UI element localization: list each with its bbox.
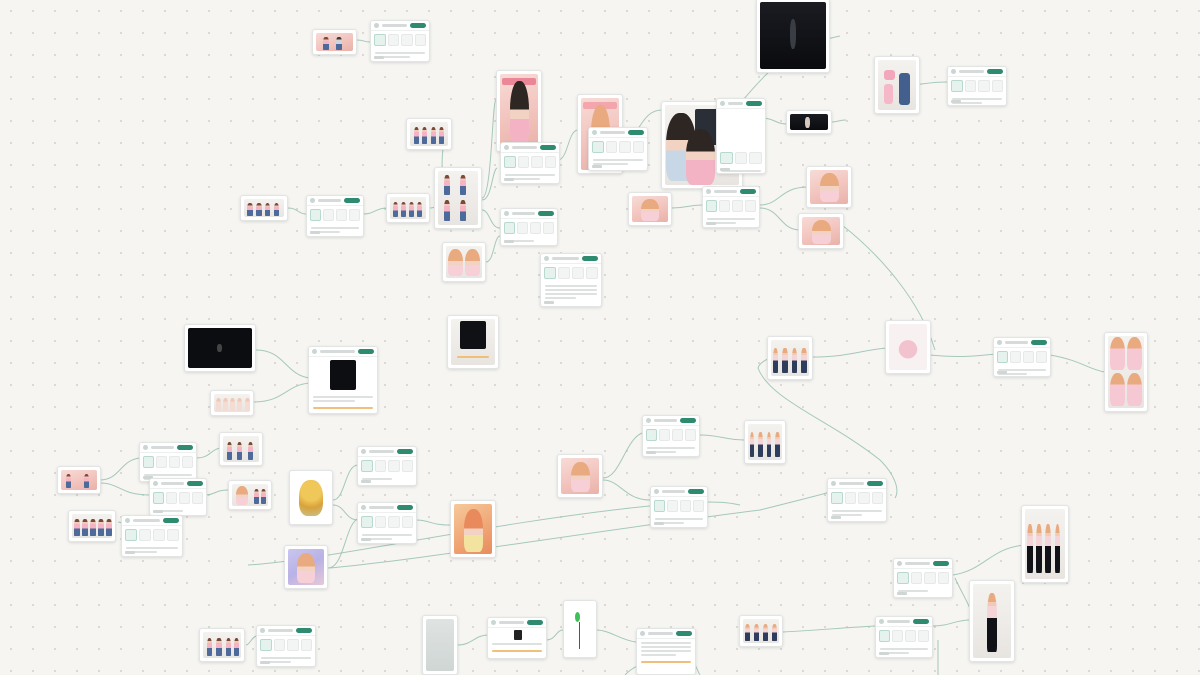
generator-node[interactable] (357, 502, 417, 544)
generator-node[interactable] (650, 486, 708, 528)
generator-node[interactable] (139, 442, 197, 482)
model-image-node-4[interactable] (228, 480, 272, 510)
generator-node[interactable] (357, 446, 417, 486)
node-thumbnail (188, 328, 252, 368)
scene-image-node[interactable] (786, 110, 832, 134)
duo-portrait-node[interactable] (442, 242, 486, 282)
generator-node[interactable] (149, 478, 207, 516)
sketch-image-node[interactable] (563, 600, 597, 658)
node-thumbnail (567, 604, 593, 654)
node-thumbnail (446, 246, 482, 278)
dress-image-node[interactable] (885, 320, 931, 374)
node-thumbnail (790, 114, 828, 130)
generator-node[interactable] (947, 66, 1007, 106)
node-thumbnail (214, 394, 250, 412)
input-image-node-2[interactable] (386, 193, 430, 223)
generator-node[interactable] (875, 616, 933, 658)
generator-node[interactable] (716, 98, 766, 174)
generator-node[interactable] (256, 625, 316, 667)
node-thumbnail (454, 504, 492, 554)
pose-sheet-node[interactable] (210, 390, 254, 416)
generator-node[interactable] (540, 253, 602, 307)
generator-node[interactable] (827, 478, 887, 522)
generator-node[interactable] (893, 558, 953, 598)
model-image-node-3[interactable] (219, 432, 263, 466)
lineup-node[interactable] (767, 336, 813, 380)
lineup-node-2[interactable] (739, 615, 783, 647)
generator-node[interactable] (121, 515, 183, 557)
node-thumbnail (232, 484, 268, 506)
node-thumbnail (500, 74, 538, 148)
model-image-node[interactable] (312, 29, 357, 55)
generator-node[interactable] (500, 142, 560, 184)
outfit-image-node[interactable] (874, 56, 920, 114)
mascot-portrait-node[interactable] (450, 500, 496, 558)
portrait-output-node[interactable] (806, 166, 852, 208)
node-thumbnail (743, 619, 779, 643)
node-thumbnail (451, 319, 495, 365)
model-sheet-node[interactable] (434, 167, 482, 229)
node-thumbnail (438, 171, 478, 225)
node-thumbnail (390, 197, 426, 219)
node-thumbnail (802, 217, 840, 245)
video-frame-node[interactable] (447, 315, 499, 369)
video-preview-node[interactable] (184, 324, 256, 372)
node-thumbnail (810, 170, 848, 204)
node-thumbnail (72, 514, 112, 538)
node-thumbnail (223, 436, 259, 462)
node-thumbnail (771, 340, 809, 376)
generator-node[interactable] (588, 127, 648, 171)
node-thumbnail (748, 424, 782, 460)
node-thumbnail (889, 324, 927, 370)
dress-output-node[interactable] (1104, 332, 1148, 412)
composite-image-node[interactable] (661, 101, 743, 189)
full-body-output-node[interactable] (1021, 505, 1069, 583)
node-thumbnail (632, 196, 668, 222)
generator-node[interactable] (993, 337, 1051, 377)
node-thumbnail (1025, 509, 1065, 579)
poster-image-node[interactable] (496, 70, 542, 152)
lineup-output-node[interactable] (744, 420, 786, 464)
video-generator-node[interactable] (308, 346, 378, 414)
generator-node[interactable] (306, 195, 364, 237)
generator-node[interactable] (702, 186, 760, 228)
lavender-portrait-node[interactable] (284, 545, 328, 589)
generator-node[interactable] (642, 415, 700, 457)
node-thumbnail (293, 474, 329, 521)
node-thumbnail (316, 33, 353, 51)
text-prompt-node[interactable] (636, 628, 696, 675)
portrait-node[interactable] (628, 192, 672, 226)
node-thumbnail (760, 2, 826, 69)
node-thumbnail (426, 619, 454, 671)
full-body-node[interactable] (969, 580, 1015, 662)
node-thumbnail (61, 470, 97, 490)
input-image-node[interactable] (240, 195, 288, 221)
portrait-input-node[interactable] (557, 454, 603, 498)
portrait-output-node-2[interactable] (798, 213, 844, 249)
node-thumbnail (410, 122, 448, 146)
node-thumbnail (288, 549, 324, 585)
node-thumbnail (244, 199, 284, 217)
mascot-image-node[interactable] (289, 470, 333, 525)
node-thumbnail (1108, 336, 1144, 408)
blurred-image-node[interactable] (422, 615, 458, 675)
video-output-node[interactable] (756, 0, 830, 73)
node-thumbnail (878, 60, 916, 110)
generator-node[interactable] (500, 208, 558, 246)
node-thumbnail (203, 632, 241, 658)
node-thumbnail (561, 458, 599, 494)
generator-node[interactable] (370, 20, 430, 62)
input-image-node-3[interactable] (57, 466, 101, 494)
reference-image-node[interactable] (406, 118, 452, 150)
node-thumbnail (973, 584, 1011, 658)
video-generator-node[interactable] (487, 617, 547, 659)
model-image-node-5[interactable] (199, 628, 245, 662)
group-image-node[interactable] (68, 510, 116, 542)
